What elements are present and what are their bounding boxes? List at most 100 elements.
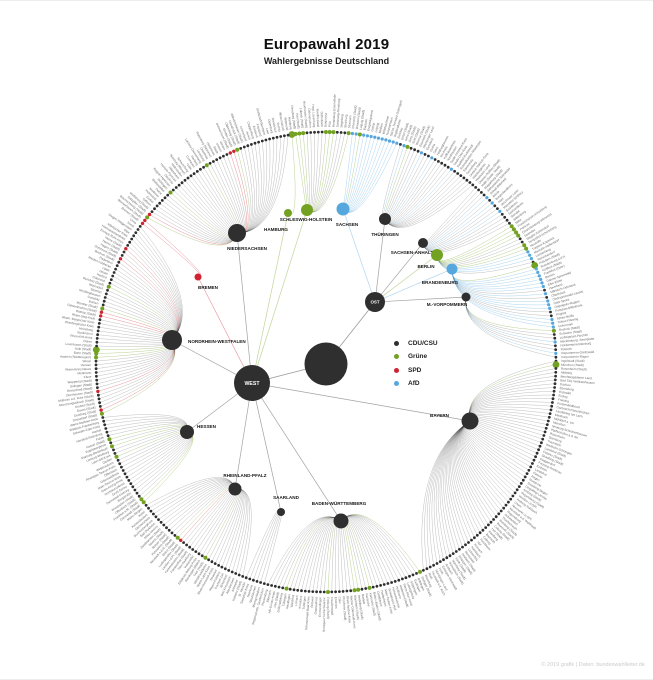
- leaf-node: [549, 408, 553, 412]
- leaf-label: Bonn (Stadt): [74, 351, 92, 356]
- leaf-node: [271, 136, 275, 140]
- leaf-node: [422, 568, 425, 572]
- leaf-node: [522, 243, 527, 248]
- leaf-node: [391, 140, 395, 144]
- leaf-node: [235, 147, 240, 152]
- leaf-node: [131, 485, 135, 489]
- leaf-label: Rostock (Stadt): [559, 325, 581, 332]
- leaf-node: [163, 196, 167, 200]
- leaf-label: Peine: [155, 187, 164, 196]
- leaf-node: [173, 534, 177, 537]
- leaf-node: [475, 533, 479, 537]
- edge: [468, 410, 550, 422]
- edge: [340, 514, 421, 573]
- leaf-node: [203, 555, 208, 560]
- leaf-label: Eichsfeld: [425, 137, 434, 150]
- leaf-node: [260, 139, 264, 143]
- leaf-node: [423, 153, 427, 156]
- leaf-label: Ingolstadt (Stadt): [561, 359, 585, 363]
- leaf-label: Vogtlandkreis: [393, 118, 402, 137]
- leaf-node: [96, 329, 100, 333]
- state-node-mv: [461, 292, 471, 302]
- leaf-label: Suhl (Stadt): [411, 128, 421, 145]
- page-title: Europawahl 2019: [263, 36, 390, 53]
- leaf-label: Ludwigslust-Parchim: [560, 333, 589, 340]
- leaf-label: Erding: [558, 394, 568, 399]
- leaf-node: [94, 355, 98, 360]
- leaf-node: [133, 488, 137, 492]
- state-label: BADEN-WÜRTTEMBERG: [312, 500, 367, 506]
- leaf-label: Hof: [476, 540, 482, 546]
- leaf-node: [248, 577, 252, 581]
- leaf-node: [145, 215, 150, 220]
- leaf-node: [127, 479, 131, 482]
- legend-label: SPD: [408, 366, 422, 374]
- leaf-node: [524, 246, 529, 251]
- leaf-label: Pinneberg: [324, 113, 328, 127]
- leaf-node: [303, 589, 307, 593]
- leaf-label: Kiel (Stadt): [295, 113, 301, 129]
- leaf-label: Schwarzwald-Baar-Kreis: [304, 596, 311, 631]
- leaf-node: [112, 271, 116, 274]
- leaf-node: [222, 154, 225, 158]
- leaf-node: [393, 580, 397, 583]
- leaf-label: Borken: [88, 299, 99, 305]
- edge: [340, 516, 381, 586]
- leaf-label: Lörrach: [294, 595, 299, 606]
- leaf-node: [95, 337, 99, 340]
- leaf-label: Landsberg am Lech: [555, 409, 583, 419]
- state-node-by: [461, 412, 479, 430]
- leaf-label: Leverkusen (Stadt): [65, 342, 91, 348]
- leaf-node: [364, 587, 368, 590]
- leaf-node: [537, 274, 541, 278]
- edge: [306, 131, 330, 212]
- leaf-label: Gießen: [102, 457, 113, 465]
- spd-dot: [394, 367, 399, 373]
- state-branch: [251, 382, 471, 422]
- leaf-node: [111, 274, 115, 278]
- leaf-label: Bielefeld (Stadt): [82, 276, 104, 287]
- leaf-label: Plön: [328, 121, 332, 128]
- leaf-node: [167, 528, 171, 532]
- leaf-node: [166, 193, 170, 197]
- leaf-label: Karlsruhe (Stadt): [368, 592, 376, 616]
- leaf-node: [343, 131, 347, 135]
- edge: [451, 420, 475, 538]
- leaf-node: [525, 472, 529, 475]
- state-node-bb: [446, 263, 458, 275]
- leaf-node: [215, 158, 219, 162]
- leaf-label: Bergstraße: [117, 491, 132, 503]
- leaf-label: Neunkirchen: [248, 585, 257, 603]
- leaf-node: [494, 515, 498, 519]
- leaf-label: Vorpommern-Greifswald: [561, 350, 595, 355]
- leaf-node: [539, 277, 543, 281]
- leaf-label: Nordfriesland: [316, 109, 321, 128]
- edge: [337, 517, 342, 592]
- leaf-node: [432, 563, 435, 567]
- leaf-node: [266, 583, 270, 586]
- leaf-label: Spandau: [523, 228, 536, 238]
- leaf-node: [153, 207, 156, 211]
- leaf-node: [268, 137, 271, 141]
- edge: [424, 420, 471, 569]
- leaf-node: [270, 584, 273, 587]
- leaf-node: [138, 225, 142, 228]
- leaf-node: [168, 190, 173, 195]
- leaf-node: [208, 161, 212, 165]
- edge: [464, 420, 520, 487]
- leaf-label: Göppingen: [409, 580, 418, 596]
- leaf-node: [529, 465, 533, 469]
- leaf-label: Hohenlohekreis: [391, 587, 401, 609]
- leaf-node: [554, 351, 558, 355]
- state-label: HESSEN: [197, 424, 217, 429]
- leaf-label: Wesermarsch: [278, 112, 285, 132]
- leaf-node: [531, 462, 534, 465]
- leaf-label: Cuxhaven: [185, 155, 196, 169]
- leaf-node: [553, 336, 557, 340]
- state-node-hb: [194, 273, 202, 281]
- leaf-node: [202, 165, 206, 169]
- leaf-node: [313, 130, 316, 134]
- leaf-node: [440, 161, 444, 165]
- leaf-label: Offenbach: [103, 467, 118, 477]
- leaf-label: Segeberg: [339, 114, 344, 128]
